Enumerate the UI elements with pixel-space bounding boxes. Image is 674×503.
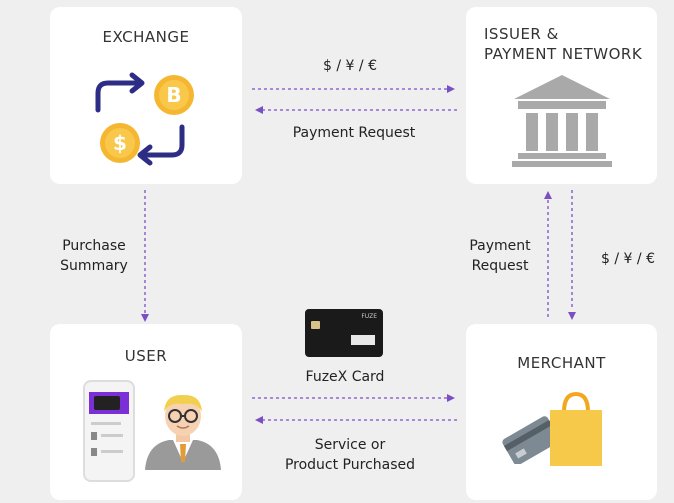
currency-exchange-icon: B $ (95, 72, 194, 166)
svg-text:$: $ (113, 131, 127, 155)
left-summary-line1: Purchase (62, 238, 126, 254)
svg-text:B: B (166, 83, 181, 107)
user-title: USER (124, 347, 168, 365)
issuer-card: ISSUER & PAYMENT NETWORK (466, 7, 657, 184)
fuzex-card-icon: FUZE (305, 309, 383, 357)
right-currency-label: $ / ¥ / € (601, 251, 655, 267)
issuer-title-line1: ISSUER & (484, 25, 559, 43)
user-card: USER (50, 324, 242, 500)
credit-card-icon (502, 416, 560, 464)
fuzex-card-label: FuzeX Card (305, 369, 385, 385)
top-currency-label: $ / ¥ / € (323, 58, 377, 74)
issuer-title-line2: PAYMENT NETWORK (484, 45, 643, 63)
bank-icon (512, 75, 612, 167)
exchange-title: EXCHANGE (102, 28, 190, 46)
right-request-line1: Payment (469, 238, 531, 254)
user-avatar-icon (145, 394, 221, 470)
merchant-card: MERCHANT (466, 324, 657, 500)
exchange-card: EXCHANGE B $ (50, 7, 242, 184)
phone-icon (83, 380, 135, 482)
right-request-line2: Request (471, 258, 529, 274)
bottom-line2: Product Purchased (284, 457, 416, 473)
top-request-label: Payment Request (292, 125, 416, 141)
left-summary-line2: Summary (60, 258, 128, 274)
shopping-bag-icon (550, 391, 602, 466)
merchant-title: MERCHANT (517, 354, 606, 372)
bottom-line1: Service or (314, 437, 386, 453)
